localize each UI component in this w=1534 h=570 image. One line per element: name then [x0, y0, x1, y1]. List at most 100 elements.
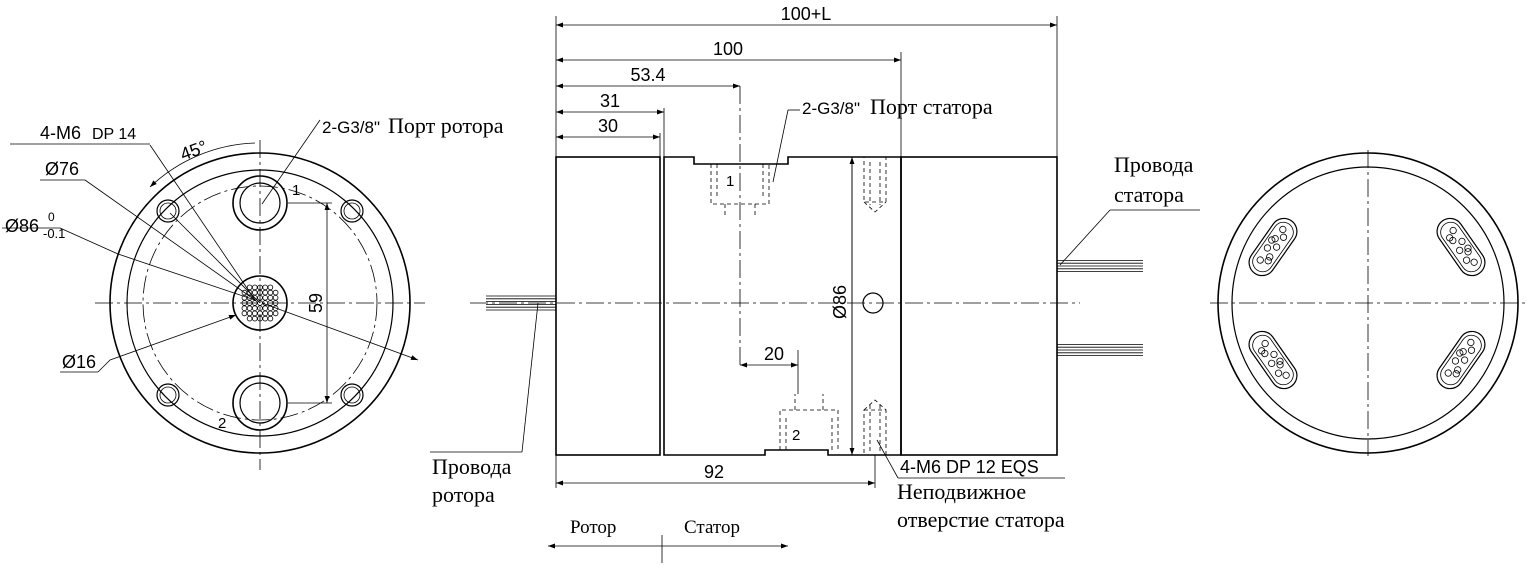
wire-dot: [272, 300, 279, 306]
rear-view: [1210, 150, 1528, 456]
slot-wire: [1449, 226, 1457, 235]
rear-wire-slots: [1248, 217, 1486, 390]
wire-dot: [252, 305, 258, 312]
slot-wire: [1459, 348, 1467, 356]
slot-wire: [1279, 225, 1287, 234]
wire-dot: [241, 310, 248, 317]
stator-hole-text-2: отверстие статора: [897, 507, 1065, 532]
stator-port-1-hidden: [710, 164, 770, 218]
mount-holes: [156, 199, 364, 407]
wire-dot: [252, 315, 258, 322]
rotor-housing: [555, 156, 661, 456]
dim-53-4: 53.4: [630, 65, 665, 85]
stator-fix-hole-bottom: [863, 399, 887, 456]
stator-hole-callout: 4-M6 DP 12 EQS: [900, 457, 1039, 477]
front-port-2: 2: [218, 415, 226, 432]
slot-wire: [1470, 258, 1478, 266]
wire-dot: [241, 300, 248, 306]
wire-dot: [257, 315, 263, 322]
wire-dot: [262, 310, 269, 317]
slot-wire: [1264, 257, 1272, 265]
stator-label: Статор: [684, 517, 740, 538]
side-port-2: 2: [792, 427, 800, 444]
slot-wire: [1274, 369, 1283, 377]
wire-dot: [257, 284, 263, 291]
wire-dot: [272, 294, 279, 301]
slot-wire: [1268, 359, 1276, 367]
stator-fix-hole-top: [863, 156, 887, 213]
front-hole-callout: 4-M6: [40, 123, 81, 143]
slot-wire: [1451, 357, 1460, 365]
slot-wire: [1282, 371, 1290, 379]
slot-wire: [1261, 339, 1269, 348]
slot-wire: [1446, 234, 1454, 242]
wire-dot: [262, 305, 269, 312]
wire-slot: [1248, 217, 1298, 277]
rear-outer-circle: [1217, 152, 1519, 454]
rotor-port-2: [232, 375, 288, 431]
outer-dia: Ø86: [5, 216, 39, 236]
slot-wire: [1456, 246, 1464, 254]
slot-wire: [1464, 244, 1472, 252]
slot-wire: [1452, 370, 1460, 378]
bolt-circle: [142, 185, 378, 421]
wire-slot: [1436, 217, 1486, 277]
wire-dot: [262, 289, 269, 296]
wire-dot: [267, 294, 274, 301]
front-hole-depth: DP 14: [92, 126, 136, 143]
rear-inner-circle: [1231, 166, 1505, 440]
slot-wire: [1461, 356, 1469, 364]
wire-dot: [252, 310, 258, 317]
wire-dot: [246, 310, 253, 317]
wire-dot: [267, 310, 274, 317]
slot-wire: [1467, 346, 1476, 354]
slot-wire: [1276, 357, 1284, 365]
stator-port-text: Порт статора: [870, 94, 993, 119]
stator-wire-bundle-bottom: [1057, 343, 1143, 357]
rotor-wire-bundle: [486, 295, 556, 311]
dim-total: 100+L: [781, 4, 832, 24]
stator-wires-2: статора: [1114, 182, 1184, 207]
wire-dot: [272, 310, 279, 317]
rotor-label: Ротор: [570, 517, 616, 538]
front-inner-circle: [126, 169, 394, 437]
slot-wire: [1268, 236, 1276, 244]
wire-dot: [252, 289, 258, 296]
wire-dot: [241, 305, 248, 312]
slot-wire: [1263, 244, 1272, 252]
wire-dot: [257, 310, 263, 317]
slot-wire: [1270, 350, 1278, 359]
outer-dia-tol-lower: -0.1: [43, 226, 65, 241]
side-center-hole: [862, 292, 884, 314]
wire-dot: [267, 289, 274, 296]
shaft-dia: Ø16: [62, 352, 96, 372]
slot-wire: [1258, 347, 1266, 355]
wire-dot: [246, 315, 253, 322]
wire-dot: [252, 284, 258, 291]
wire-dot: [272, 289, 279, 296]
slot-wire: [1261, 349, 1269, 358]
wire-slot: [1436, 330, 1486, 390]
slot-wire: [1273, 243, 1281, 251]
stator-hole-text-1: Неподвижное: [897, 479, 1026, 504]
slot-wire: [1456, 349, 1464, 357]
wire-dot: [257, 294, 263, 301]
bolt-circle-dia: Ø76: [45, 159, 79, 179]
shaft-circle: [232, 275, 288, 331]
stator-wire-bundle-top: [1057, 259, 1143, 273]
rotor-port-text: Порт ротора: [388, 113, 504, 138]
wire-dot: [246, 305, 253, 312]
slot-wire: [1279, 233, 1288, 241]
port-spacing: 59: [306, 293, 326, 313]
side-port-1: 1: [726, 173, 734, 190]
dim-30: 30: [598, 116, 618, 136]
dia-86: Ø86: [830, 285, 850, 319]
front-port-1: 1: [292, 182, 300, 199]
wire-dot: [241, 294, 248, 301]
slot-wire: [1449, 236, 1457, 245]
stator-port-code: 2-G3/8": [802, 99, 860, 118]
front-outer-circle: [109, 152, 411, 454]
front-view: 4-M6 DP 14 45° Ø76 Ø86 0 -0.1 Ø16 2-G3/8…: [2, 113, 504, 470]
dim-92: 92: [704, 462, 724, 482]
